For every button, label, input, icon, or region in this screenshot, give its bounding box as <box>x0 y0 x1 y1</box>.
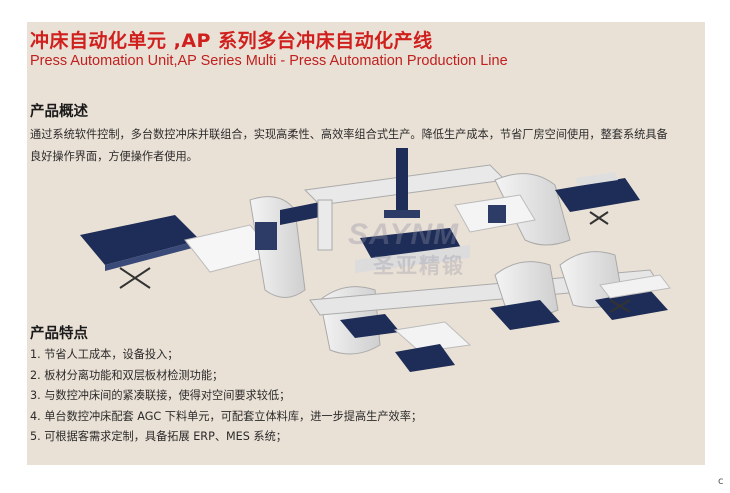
bottom-press-units <box>309 251 671 372</box>
left-press-unit <box>80 196 330 298</box>
watermark-logo: SAYNM <box>348 218 460 251</box>
feature-item: 2. 板材分离功能和双层板材检测功能； <box>30 368 224 382</box>
overview-heading: 产品概述 <box>30 104 88 120</box>
watermark-text: 圣亚精锻 <box>373 254 465 278</box>
page-title: 冲床自动化单元 ,AP 系列多台冲床自动化产线 <box>30 30 433 52</box>
corner-mark: c <box>718 476 724 487</box>
right-top-press-unit <box>454 172 640 246</box>
overview-text: 通过系统软件控制，多台数控冲床并联组合，实现高柔性、高效率组合式生产。降低生产成… <box>30 128 668 163</box>
center-gantry <box>303 148 507 273</box>
features-heading: 产品特点 <box>30 326 88 342</box>
feature-item: 1. 节省人工成本，设备投入； <box>30 348 179 361</box>
feature-item: 3. 与数控冲床间的紧凑联接，使得对空间要求较低； <box>30 389 291 402</box>
page-subtitle: Press Automation Unit,AP Series Multi - … <box>30 53 508 69</box>
features-list: 1. 节省人工成本，设备投入； 2. 板材分离功能和双层板材检测功能； 3. 与… <box>30 345 422 448</box>
feature-item: 5. 可根据客需求定制，具备拓展 ERP、MES 系统； <box>30 430 287 443</box>
feature-item: 4. 单台数控冲床配套 AGC 下料单元，可配套立体料库，进一步提高生产效率； <box>30 409 423 423</box>
